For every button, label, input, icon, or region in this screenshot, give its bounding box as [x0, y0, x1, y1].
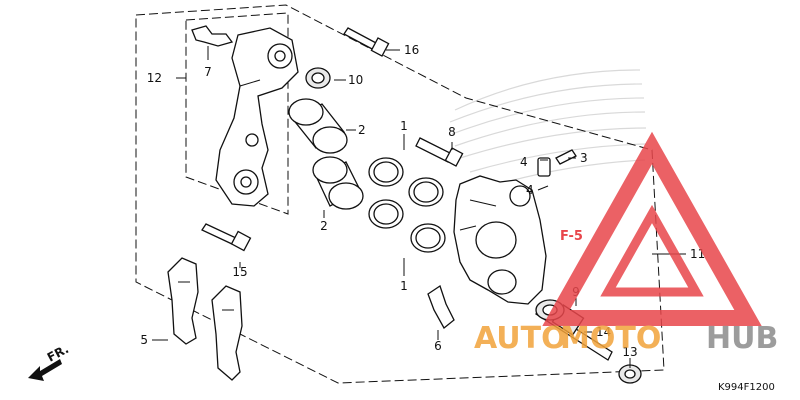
callout-6: 6	[434, 339, 442, 353]
callout-1a: 1	[400, 119, 408, 133]
piston-seals	[368, 157, 446, 253]
assembly-boundary	[135, 4, 665, 384]
watermark-text-auto: AUTO	[474, 321, 567, 356]
callout-1b: 1	[400, 279, 408, 293]
callout-2a: 2	[358, 123, 366, 137]
caliper-body	[453, 175, 547, 305]
piston-upper	[288, 98, 348, 154]
callout-4a: 4	[520, 155, 528, 169]
watermark-text-moto: MOTO	[560, 321, 661, 356]
caliper-bracket	[215, 27, 299, 207]
callout-16: 16	[404, 43, 419, 57]
callout-2b: 2	[320, 219, 328, 233]
callout-5: 5	[140, 333, 148, 347]
bolt-15	[201, 223, 252, 252]
triangle-logo-icon	[542, 131, 762, 326]
automotohub-watermark: AUTO MOTO HUB	[474, 131, 778, 356]
pin-8	[415, 137, 464, 167]
callout-14: 14	[596, 325, 611, 339]
callout-15: 15	[232, 265, 247, 279]
callout-13: 13	[622, 345, 637, 359]
brake-pads	[167, 257, 243, 381]
callout-12: 12	[147, 71, 162, 85]
callout-3: 3	[580, 151, 588, 165]
callout-10: 10	[348, 73, 363, 87]
direction-arrow-icon	[28, 359, 62, 381]
reference-label: F-5	[560, 229, 583, 244]
leader-lines	[152, 46, 686, 368]
watermark-text-hub: HUB	[706, 321, 778, 356]
callout-7: 7	[204, 65, 212, 79]
callout-8: 8	[448, 125, 456, 139]
bolt-16	[343, 27, 390, 57]
front-direction-indicator: FR.	[28, 342, 71, 381]
piston-lower	[312, 156, 364, 210]
figure-code: K994F1200	[718, 382, 775, 393]
boot-10	[305, 67, 331, 89]
pad-spring	[427, 284, 455, 329]
callout-4b: 4	[526, 183, 534, 197]
pad-retainer-clip	[191, 25, 234, 47]
bleeder-valve	[537, 149, 577, 177]
